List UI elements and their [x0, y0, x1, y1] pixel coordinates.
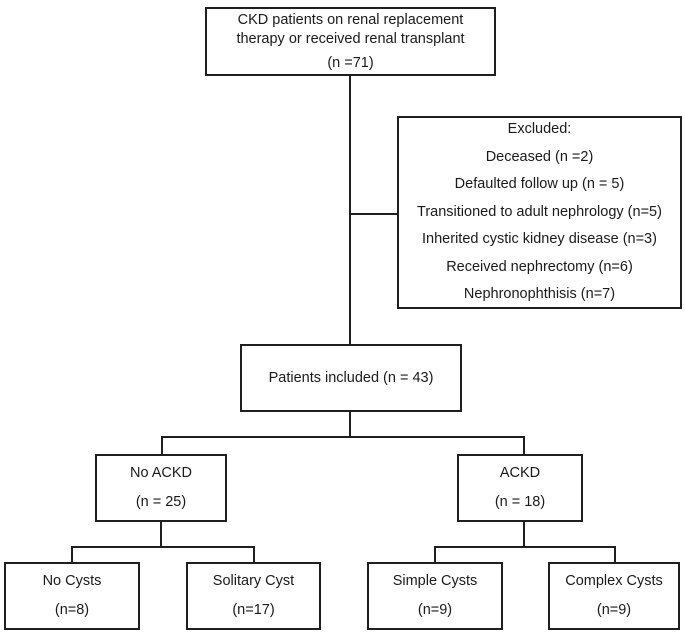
flow-node-no-cysts: No Cysts (n=8) [4, 562, 140, 630]
connector-to-ackd [523, 436, 525, 454]
flow-node-excluded: Excluded: Deceased (n =2) Defaulted foll… [397, 116, 682, 309]
complex-cysts-count: (n=9) [596, 602, 632, 618]
simple-cysts-count: (n=9) [417, 602, 453, 618]
source-line2: therapy or received renal transplant [236, 30, 465, 47]
ackd-label: ACKD [499, 465, 541, 481]
connector-source-to-included [349, 76, 351, 344]
connector-split-ackd-children [434, 546, 616, 548]
complex-cysts-label: Complex Cysts [565, 573, 663, 589]
connector-included-down [349, 412, 351, 438]
excluded-item: Nephronophthisis (n=7) [463, 286, 616, 303]
no-cysts-label: No Cysts [42, 573, 102, 589]
connector-no-ackd-down [160, 522, 162, 548]
flow-node-included: Patients included (n = 43) [240, 344, 462, 412]
connector-split-ackd [161, 436, 525, 438]
connector-to-solitary-cyst [253, 546, 255, 562]
excluded-item: Received nephrectomy (n=6) [446, 258, 633, 275]
flow-node-source: CKD patients on renal replacement therap… [205, 7, 496, 76]
flow-node-complex-cysts: Complex Cysts (n=9) [548, 562, 680, 630]
connector-split-no-ackd [71, 546, 255, 548]
no-ackd-count: (n = 25) [135, 494, 187, 510]
flow-node-solitary-cyst: Solitary Cyst (n=17) [186, 562, 321, 630]
connector-to-simple-cysts [434, 546, 436, 562]
excluded-item: Deceased (n =2) [485, 148, 594, 165]
flow-node-simple-cysts: Simple Cysts (n=9) [367, 562, 503, 630]
solitary-cyst-label: Solitary Cyst [212, 573, 295, 589]
excluded-item: Defaulted follow up (n = 5) [454, 176, 625, 193]
connector-to-no-ackd [161, 436, 163, 454]
no-ackd-label: No ACKD [129, 465, 193, 481]
connector-branch-to-excluded [351, 213, 397, 215]
connector-to-no-cysts [71, 546, 73, 562]
flow-node-no-ackd: No ACKD (n = 25) [95, 454, 227, 522]
connector-to-complex-cysts [614, 546, 616, 562]
no-cysts-count: (n=8) [54, 602, 90, 618]
excluded-title: Excluded: [507, 121, 572, 138]
simple-cysts-label: Simple Cysts [392, 573, 478, 589]
excluded-item: Inherited cystic kidney disease (n=3) [422, 231, 657, 248]
source-line1: CKD patients on renal replacement [237, 11, 464, 28]
excluded-item: Transitioned to adult nephrology (n=5) [417, 203, 662, 220]
included-label: Patients included (n = 43) [268, 369, 434, 386]
source-count: (n =71) [327, 54, 374, 71]
connector-ackd-down [523, 522, 525, 548]
solitary-cyst-count: (n=17) [232, 602, 275, 618]
flow-node-ackd: ACKD (n = 18) [457, 454, 583, 522]
ackd-count: (n = 18) [494, 494, 546, 510]
